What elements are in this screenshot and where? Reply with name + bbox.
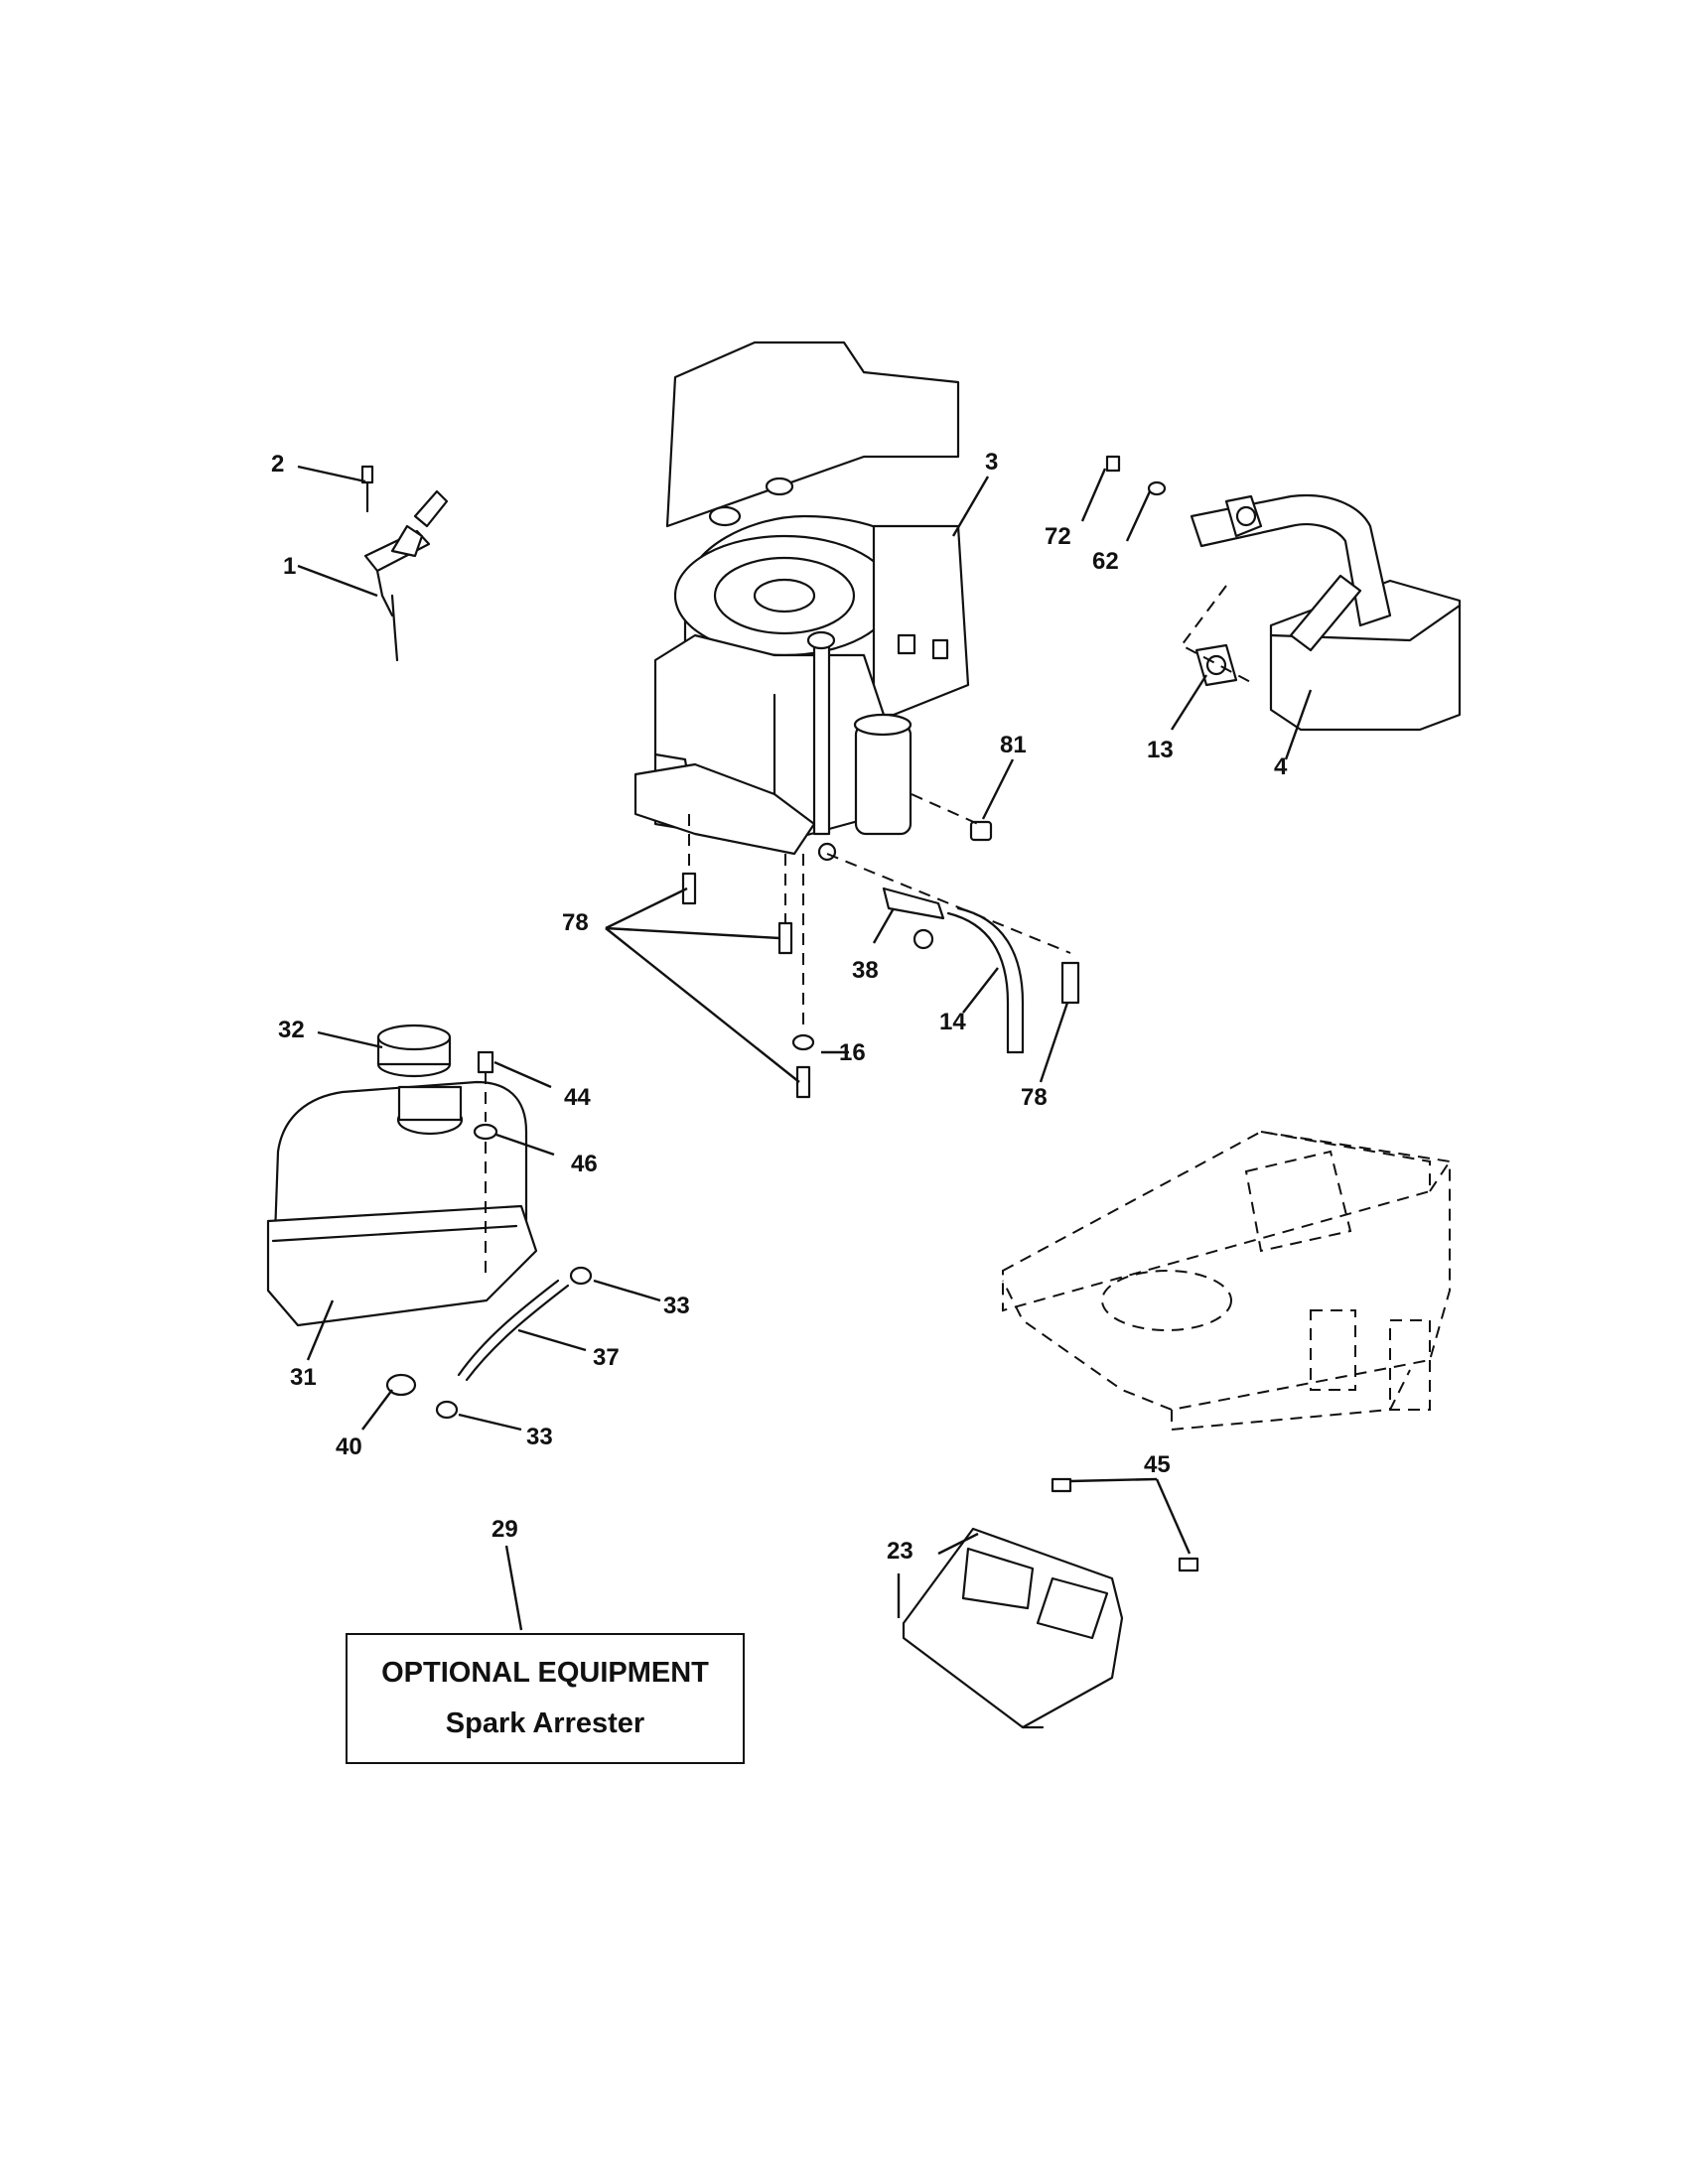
callout-38: 38 — [852, 957, 879, 984]
callout-4: 4 — [1274, 753, 1288, 780]
fasteners-and-hose — [681, 793, 1080, 1099]
callout-33-lower: 33 — [526, 1424, 553, 1450]
callout-1: 1 — [283, 553, 296, 580]
callout-23: 23 — [887, 1538, 913, 1565]
engine-part — [633, 341, 970, 862]
callout-46: 46 — [571, 1151, 598, 1177]
callout-16: 16 — [839, 1039, 866, 1066]
callout-32: 32 — [278, 1017, 305, 1043]
callout-45: 45 — [1144, 1451, 1171, 1478]
callout-40: 40 — [336, 1433, 362, 1460]
spark-arrester-label: Spark Arrester — [445, 1707, 645, 1739]
tractor-frame-outline — [1002, 1130, 1451, 1432]
callout-44: 44 — [564, 1084, 591, 1111]
heat-shield-part — [902, 1477, 1199, 1729]
callout-78-left: 78 — [562, 909, 589, 936]
callout-33-upper: 33 — [663, 1293, 690, 1319]
callout-13: 13 — [1147, 737, 1174, 763]
callout-78-right: 78 — [1021, 1084, 1048, 1111]
callout-3: 3 — [985, 449, 998, 476]
throttle-control-part — [360, 465, 449, 662]
callout-14: 14 — [939, 1009, 966, 1035]
optional-equipment-box: OPTIONAL EQUIPMENT Spark Arrester — [346, 1633, 745, 1764]
fuel-tank-part — [266, 1024, 593, 1420]
optional-equipment-title: OPTIONAL EQUIPMENT — [381, 1657, 709, 1689]
callout-81: 81 — [1000, 732, 1027, 758]
callout-31: 31 — [290, 1364, 317, 1391]
callout-2: 2 — [271, 451, 284, 478]
callout-62: 62 — [1092, 548, 1119, 575]
callout-72: 72 — [1045, 523, 1071, 550]
callout-labels: 2 1 3 72 62 13 4 81 78 38 14 16 78 32 44… — [271, 449, 1288, 1565]
leader-lines — [297, 465, 1313, 1631]
callout-29: 29 — [491, 1516, 518, 1543]
muffler-part — [1105, 455, 1462, 732]
callout-37: 37 — [593, 1344, 620, 1371]
